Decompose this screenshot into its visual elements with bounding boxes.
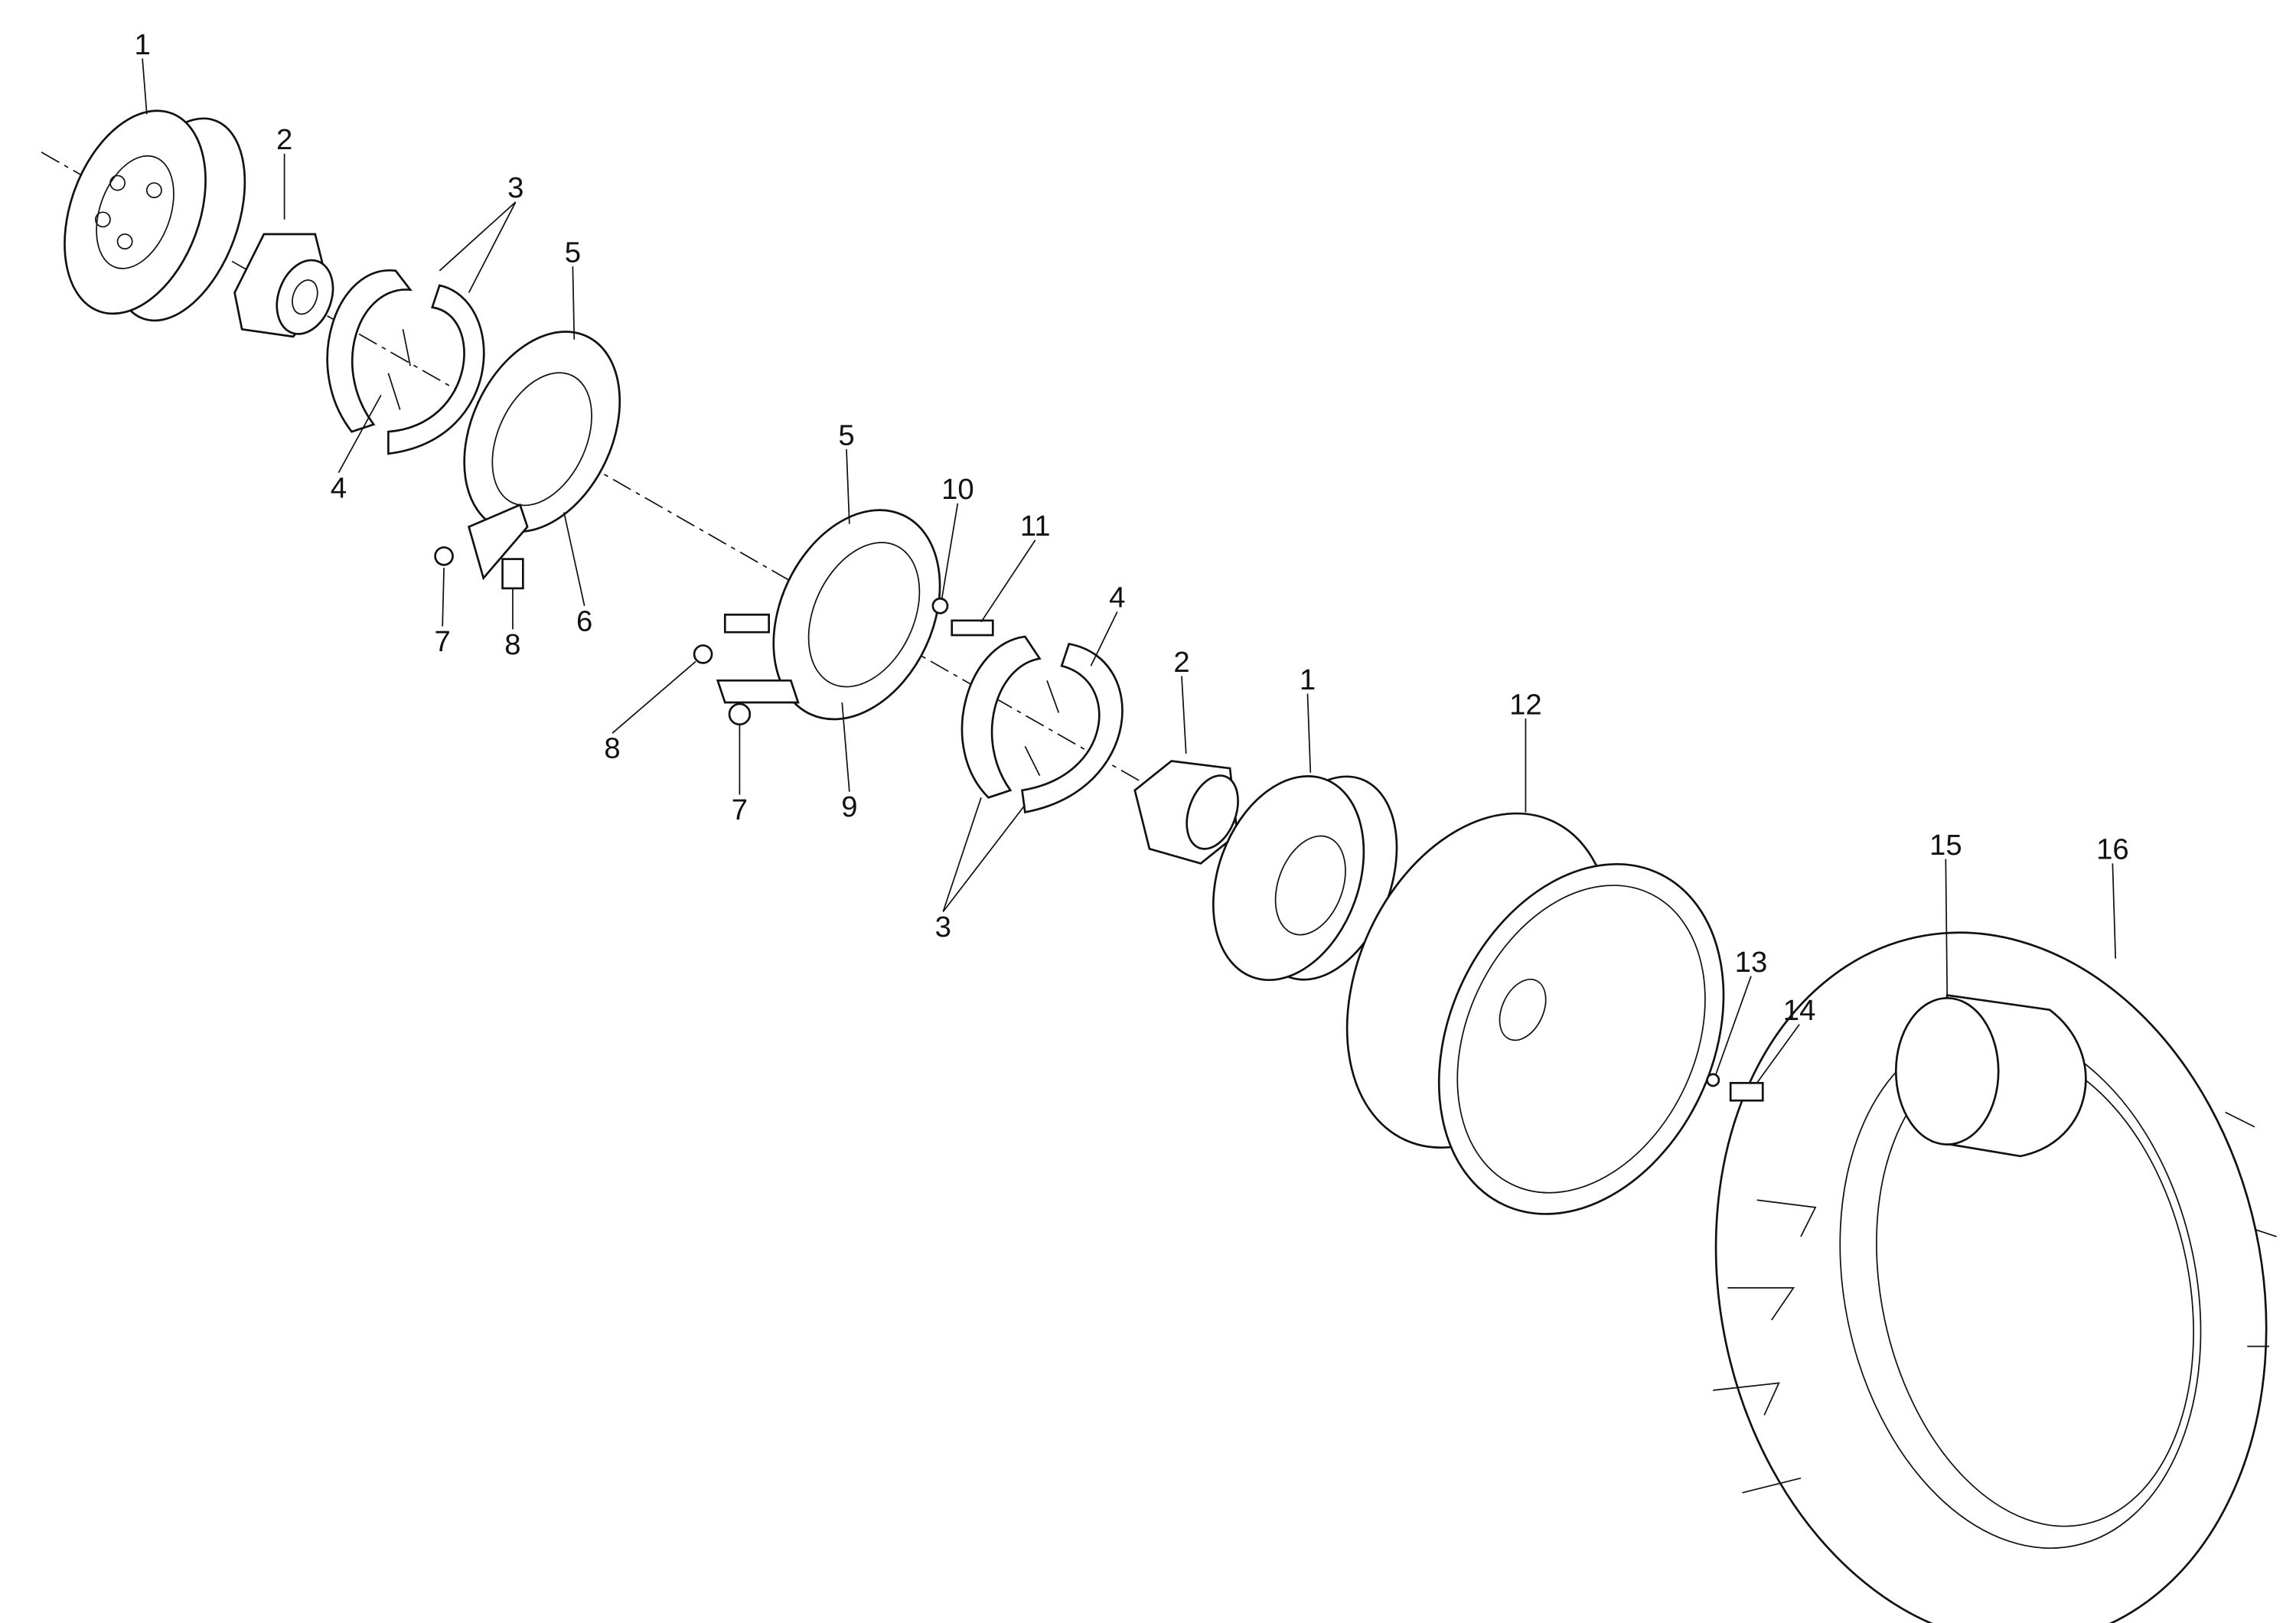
label-part-2: 2 (1173, 646, 1189, 679)
label-part-8: 8 (604, 732, 620, 765)
label-part-8: 8 (504, 628, 520, 661)
brake-drum-right (1212, 775, 1398, 982)
leader-lines (142, 58, 2117, 1084)
tire (1713, 931, 2277, 1623)
label-part-16: 16 (2096, 833, 2129, 866)
label-part-3: 3 (507, 171, 523, 204)
label-part-7: 7 (732, 794, 748, 826)
backing-plate-right (716, 509, 941, 721)
label-part-7: 7 (435, 625, 451, 658)
fasteners (434, 546, 1764, 1102)
label-part-10: 10 (941, 473, 974, 506)
brake-shoes-right (960, 635, 1124, 814)
label-part-14: 14 (1783, 994, 1816, 1027)
brake-shoes-left (326, 269, 485, 455)
brake-drum-left (64, 109, 246, 322)
label-part-4: 4 (331, 471, 347, 504)
backing-plate-left (463, 331, 621, 581)
label-part-1: 1 (1300, 663, 1316, 696)
label-part-6: 6 (576, 605, 592, 637)
label-part-2: 2 (276, 123, 292, 156)
wheel-rim (1345, 812, 1725, 1215)
inner-tube (1894, 994, 2087, 1158)
label-part-11: 11 (1020, 510, 1051, 543)
part-labels: 1 2 3 4 5 5 6 7 8 10 11 4 8 7 9 2 1 12 3… (134, 28, 2128, 1027)
label-part-3: 3 (935, 911, 951, 943)
label-part-15: 15 (1929, 829, 1962, 862)
hub-left (233, 233, 334, 338)
label-part-5: 5 (838, 419, 854, 451)
label-part-5: 5 (565, 236, 581, 269)
label-part-1: 1 (134, 28, 150, 61)
label-part-4: 4 (1109, 582, 1125, 614)
label-part-9: 9 (841, 790, 857, 823)
label-part-13: 13 (1735, 946, 1768, 979)
label-part-12: 12 (1509, 688, 1542, 721)
